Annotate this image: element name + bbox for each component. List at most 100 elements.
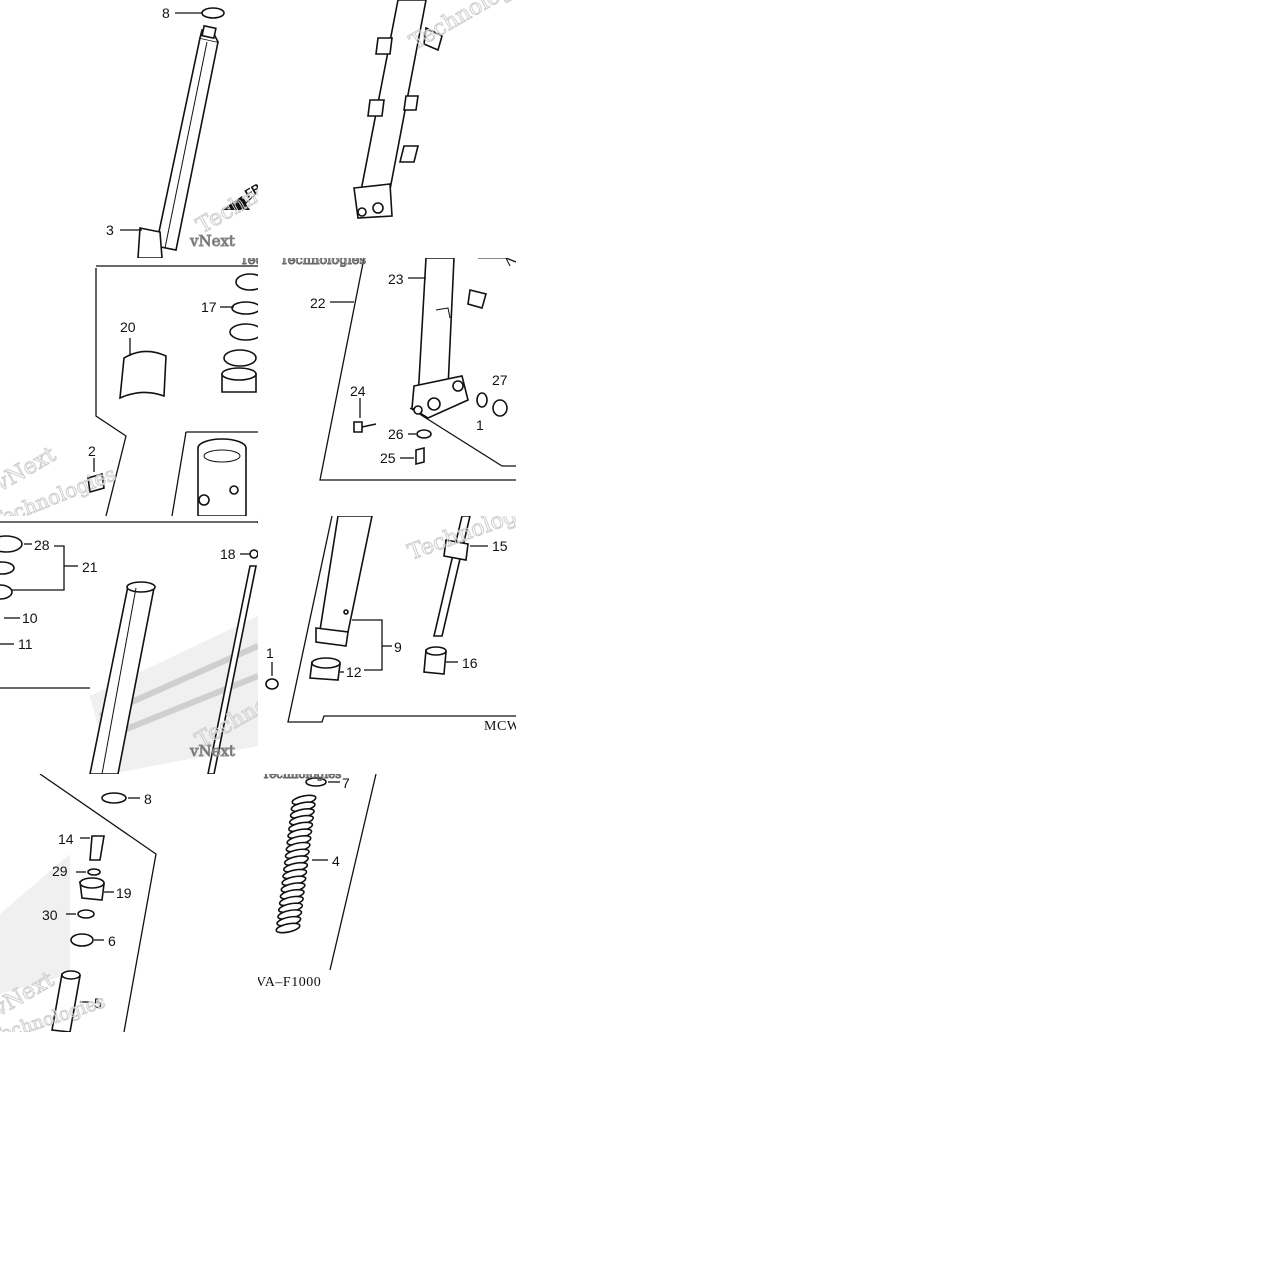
inner-tube-drawing: 28 21 10 11 bbox=[0, 516, 258, 774]
outer-slider bbox=[353, 0, 443, 219]
code-f1000: VA–F1000 bbox=[258, 975, 321, 990]
washer-26: 26 bbox=[388, 426, 432, 442]
spacer-5: 5 bbox=[51, 970, 102, 1032]
svg-text:1: 1 bbox=[266, 645, 274, 661]
piece-16: 16 bbox=[423, 646, 478, 675]
bolt-25: 25 bbox=[380, 446, 425, 466]
svg-text:Technologies: Technologies bbox=[280, 258, 366, 268]
svg-text:7: 7 bbox=[342, 775, 350, 791]
collar-2: 2 bbox=[87, 443, 105, 494]
callout-4: 4 bbox=[312, 853, 340, 869]
svg-text:Technologies: Technologies bbox=[240, 258, 258, 268]
svg-text:8: 8 bbox=[144, 791, 152, 807]
tile-slider-bottom: 22 23 24 26 25 bbox=[258, 258, 516, 516]
seal-stack bbox=[221, 273, 258, 393]
svg-text:26: 26 bbox=[388, 426, 404, 442]
svg-text:29: 29 bbox=[52, 863, 68, 879]
tile-spring: 7 4 VA–F1000 Technologies bbox=[258, 774, 516, 1032]
svg-text:28: 28 bbox=[34, 537, 50, 553]
tube-bushing-drawing: 1 9 12 15 bbox=[265, 516, 516, 734]
cap-27: 27 bbox=[492, 372, 508, 417]
watermark: Technologies bbox=[280, 258, 367, 269]
svg-text:17: 17 bbox=[201, 299, 217, 315]
clip-8: 8 bbox=[101, 791, 152, 807]
tube-9: 9 bbox=[315, 516, 402, 671]
cover-20: 20 bbox=[119, 319, 167, 400]
slider-bottom-drawing: 22 23 24 26 25 bbox=[280, 258, 516, 481]
bolt-24: 24 bbox=[350, 383, 377, 433]
svg-text:9: 9 bbox=[394, 639, 402, 655]
svg-text:24: 24 bbox=[350, 383, 366, 399]
tile-inner-tube: 28 21 10 11 bbox=[0, 516, 258, 774]
svg-text:25: 25 bbox=[380, 450, 396, 466]
code-mcw: MCW bbox=[484, 719, 516, 734]
svg-text:18: 18 bbox=[220, 546, 236, 562]
svg-text:Technologies: Technologies bbox=[192, 145, 258, 239]
svg-text:23: 23 bbox=[388, 271, 404, 287]
svg-text:10: 10 bbox=[22, 610, 38, 626]
callout-13: 13 bbox=[256, 516, 258, 526]
spring-4 bbox=[275, 794, 317, 934]
tile-fork-slider-top: Technologies bbox=[258, 0, 516, 258]
tile-fork-tube-top: 8 3 FR. vNext Technologies bbox=[0, 0, 258, 258]
lower-slider bbox=[411, 258, 511, 419]
fork-tube bbox=[155, 24, 219, 251]
spring-drawing: 7 4 VA–F1000 Technologies bbox=[258, 774, 377, 990]
callout-23: 23 bbox=[388, 271, 426, 287]
svg-text:21: 21 bbox=[82, 559, 98, 575]
callout-label: 3 bbox=[106, 222, 114, 238]
tile-seals-left: 17 20 2 vNext Technologies bbox=[0, 258, 258, 516]
svg-text:2: 2 bbox=[88, 443, 96, 459]
svg-text:20: 20 bbox=[120, 319, 136, 335]
svg-text:4: 4 bbox=[332, 853, 340, 869]
plug-19: 19 bbox=[79, 877, 132, 901]
svg-text:30: 30 bbox=[42, 907, 58, 923]
bolt-14: 14 bbox=[58, 831, 105, 861]
callout-17: 17 bbox=[201, 299, 234, 315]
svg-text:27: 27 bbox=[492, 372, 508, 388]
damper-rod: 18 bbox=[207, 546, 258, 774]
svg-text:Technologies: Technologies bbox=[262, 774, 341, 781]
svg-text:16: 16 bbox=[462, 655, 478, 671]
svg-text:11: 11 bbox=[18, 636, 33, 652]
seals-drawing: 17 20 2 vNext Technologies bbox=[0, 258, 258, 516]
svg-text:12: 12 bbox=[346, 664, 362, 680]
svg-text:22: 22 bbox=[310, 295, 326, 311]
tile-tube-bushing: 1 9 12 15 bbox=[258, 516, 516, 774]
seal-28: 28 bbox=[0, 535, 50, 553]
bracket-21: 21 bbox=[0, 545, 98, 600]
svg-text:vNext: vNext bbox=[189, 232, 235, 250]
slider-top bbox=[197, 438, 247, 516]
seat-7: 7 bbox=[305, 775, 350, 791]
svg-text:19: 19 bbox=[116, 885, 132, 901]
callout-1-mark: 1 bbox=[265, 645, 279, 690]
watermark: vNext Technologies bbox=[189, 144, 259, 250]
ring-29: 29 bbox=[52, 863, 101, 879]
bushing-12: 12 bbox=[309, 657, 362, 681]
washer-30: 30 bbox=[42, 907, 95, 923]
watermark: Technologies bbox=[262, 774, 342, 782]
circlip-8: 8 bbox=[162, 5, 225, 21]
callout-22: 22 bbox=[310, 295, 354, 311]
guide-3: 3 bbox=[106, 222, 163, 258]
svg-text:vNext: vNext bbox=[189, 742, 235, 760]
honda-wing-watermark bbox=[0, 854, 70, 994]
callout-10: 10 bbox=[4, 610, 38, 626]
svg-text:14: 14 bbox=[58, 831, 74, 847]
tile-cap-bolt: 8 14 29 19 30 bbox=[0, 774, 258, 1032]
svg-text:15: 15 bbox=[492, 538, 508, 554]
fork-tube-drawing: 8 3 FR. vNext Technologies bbox=[106, 5, 259, 258]
svg-text:6: 6 bbox=[108, 933, 116, 949]
inner-tube bbox=[89, 581, 156, 774]
callout-11: 11 bbox=[0, 636, 33, 652]
rod-15: 15 bbox=[432, 516, 508, 637]
fork-slider-drawing: Technologies bbox=[353, 0, 516, 219]
callout-label: 8 bbox=[162, 5, 170, 21]
nut-6: 6 bbox=[70, 933, 116, 949]
svg-text:5: 5 bbox=[94, 995, 102, 1011]
svg-text:1: 1 bbox=[476, 417, 484, 433]
spring-coil bbox=[275, 922, 301, 934]
nut-1: 1 bbox=[476, 392, 488, 433]
cap-bolt-drawing: 8 14 29 19 30 bbox=[0, 774, 157, 1032]
